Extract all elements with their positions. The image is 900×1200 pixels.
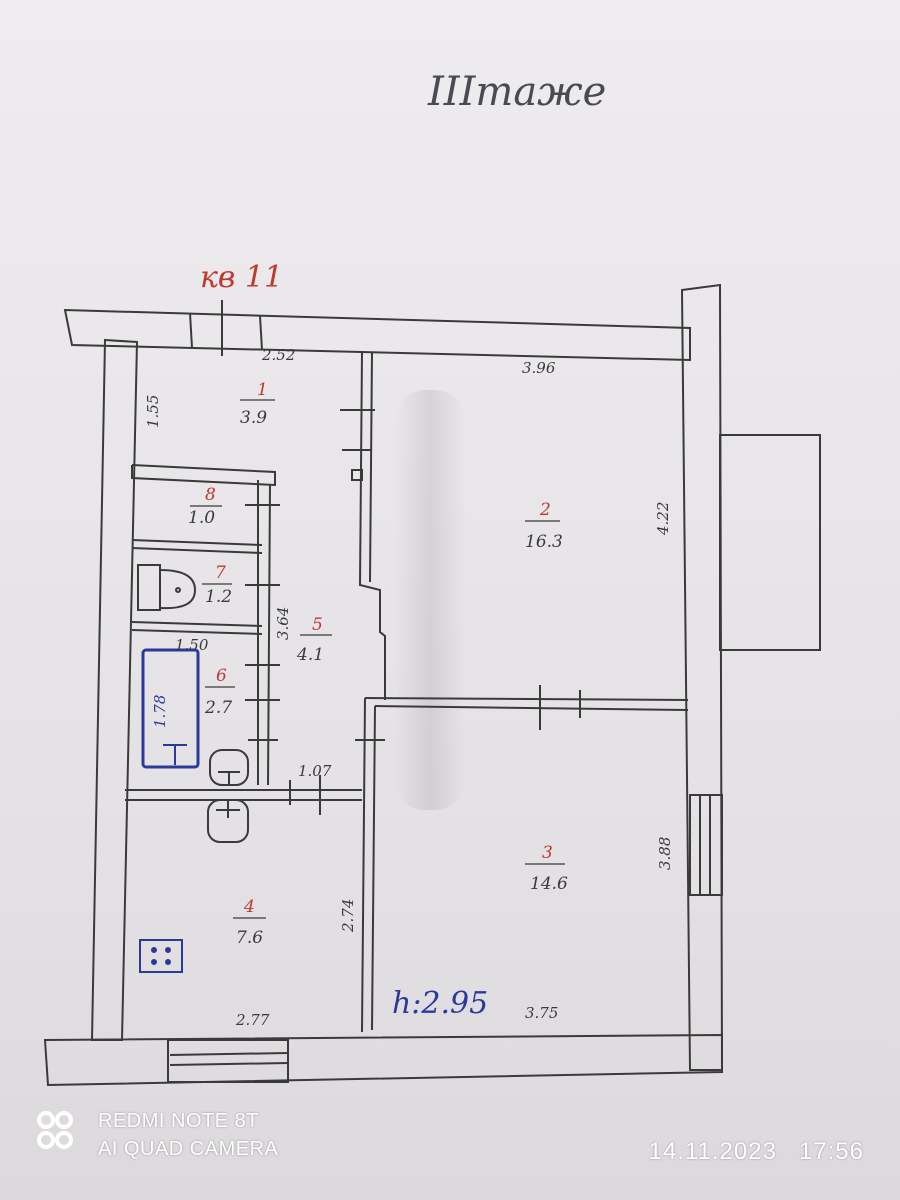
- wall-room8-top: [131, 464, 276, 487]
- dim-2-52: 2.52: [261, 346, 295, 364]
- dim-3-88: 3.88: [656, 837, 674, 870]
- dim-2-77: 2.77: [235, 1011, 270, 1029]
- room-5-number: 5: [312, 615, 323, 635]
- photo-shadow: [395, 390, 465, 810]
- room-8-area: 1.0: [188, 508, 215, 528]
- camera-logo-icon: [37, 1111, 73, 1149]
- room-3-area: 14.6: [530, 874, 568, 894]
- room-4-area: 7.6: [236, 928, 263, 948]
- window-bottom: [167, 1039, 289, 1083]
- room-6-area: 2.7: [204, 698, 232, 718]
- room-6-number: 6: [216, 666, 227, 686]
- room-1-number: 1: [257, 380, 268, 400]
- bathtub-icon: [141, 648, 200, 769]
- floor-caption: IIIтаже: [427, 69, 606, 115]
- wall-right: [680, 283, 724, 1071]
- dim-1-50: 1.50: [175, 636, 209, 654]
- sink-icon: [207, 749, 249, 843]
- wall-corridor: [358, 351, 386, 700]
- ceiling-height: h:2.95: [392, 986, 488, 1021]
- photo-date: 14.11.2023: [648, 1138, 777, 1165]
- room-7-number: 7: [215, 563, 226, 583]
- dim-3-64: 3.64: [274, 607, 292, 640]
- dim-3-75: 3.75: [525, 1004, 558, 1022]
- dim-1-78: 1.78: [151, 695, 169, 728]
- camera-model: REDMI NOTE 8T: [98, 1110, 259, 1132]
- room-5-area: 4.1: [296, 645, 324, 665]
- wall-bottom: [43, 1033, 723, 1087]
- room-8-number: 8: [205, 485, 216, 505]
- dim-4-22: 4.22: [654, 502, 672, 536]
- wall-top: [63, 308, 691, 362]
- room-7-area: 1.2: [205, 587, 232, 607]
- camera-lens: AI QUAD CAMERA: [98, 1138, 279, 1160]
- room-1-area: 3.9: [240, 408, 267, 428]
- wall-2-3: [364, 697, 689, 701]
- room-2-number: 2: [539, 500, 551, 520]
- wall-left: [90, 338, 139, 1041]
- stove-icon: [139, 939, 183, 973]
- photo-timestamp: 14.11.2023 17:56: [649, 1138, 864, 1166]
- photo-time: 17:56: [798, 1138, 864, 1165]
- room-4-number: 4: [243, 897, 255, 917]
- dim-3-96: 3.96: [522, 359, 556, 377]
- apartment-label: кв 11: [200, 260, 283, 295]
- room-3-number: 3: [542, 843, 553, 863]
- toilet-icon: [137, 564, 197, 611]
- dim-2-74: 2.74: [339, 899, 357, 933]
- dim-1-55: 1.55: [144, 395, 162, 428]
- dim-1-07: 1.07: [298, 762, 332, 780]
- room-2-area: 16.3: [525, 532, 563, 552]
- balcony: [719, 434, 821, 651]
